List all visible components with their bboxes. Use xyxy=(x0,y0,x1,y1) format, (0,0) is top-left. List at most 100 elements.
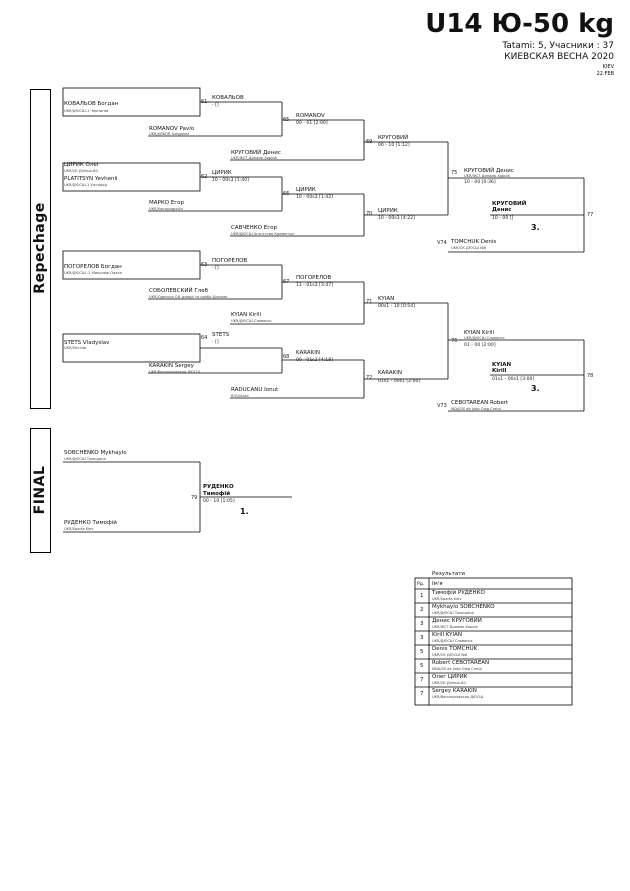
final-competitor-club: UKR/ДЮСШ Троєщина xyxy=(64,457,106,461)
result-place: 7 xyxy=(420,691,424,697)
result-place: 7 xyxy=(420,677,424,683)
result-name: Sergey KARAKIN xyxy=(432,688,477,694)
match-number: 76 xyxy=(451,338,458,344)
r1-competitor-club: UKR/ФСТ Динамо Харків xyxy=(231,156,277,160)
loser-club: UKR/СК ДЮСШ №6 xyxy=(451,246,487,250)
result-name: Robert CEBOTAREAN xyxy=(432,660,490,666)
match-score: - [] xyxy=(212,103,219,108)
final-box xyxy=(30,428,51,553)
final-competitor-club: UKR/Sparta Kiev xyxy=(64,527,94,531)
result-name: Денис КРУГОВИЙ xyxy=(432,618,482,624)
event-city: KIEV xyxy=(602,64,614,70)
match-number: 63 xyxy=(201,262,208,268)
match-score: 10 - 00s3 [1:40] xyxy=(212,178,249,183)
match-winner: KARAKIN xyxy=(296,350,320,356)
match-score: - [] xyxy=(212,340,219,345)
repechage-box xyxy=(30,89,51,409)
r1-competitor-club: UKR/Васильковская ДЮСШ xyxy=(149,370,201,374)
match-score: 11 - 01s3 [3:47] xyxy=(296,283,333,288)
place-label: 1. xyxy=(240,507,249,516)
result-name: Mykhaylo SOBCHENKO xyxy=(432,604,495,610)
match-score: 01s1 - 00s1 [2:00] xyxy=(378,379,421,384)
result-club: UKR/Sparta Kiev xyxy=(432,597,462,601)
tatami-info: Tatami: 5, Учасники : 37 xyxy=(502,41,614,51)
match-number: 79 xyxy=(191,495,198,501)
match-score: 10 - 00s3 [4:22] xyxy=(378,216,415,221)
match-number: 75 xyxy=(451,170,458,176)
final-winner-first: Тимофій xyxy=(203,491,231,497)
result-club: UKR/СК ДЮСШ №6 xyxy=(432,653,468,657)
match-number: 77 xyxy=(587,212,594,218)
match-winner: ПОГОРЕЛОВ xyxy=(296,275,332,281)
match-number: 61 xyxy=(201,99,208,105)
loser-label: V74 xyxy=(437,240,447,246)
match-score: 00 - 10 [1:12] xyxy=(378,143,410,148)
match-score: 10 - 00 [] xyxy=(492,216,514,221)
final-competitor-name: SOBCHENKO Mykhaylo xyxy=(64,450,127,456)
match-score: 00 - 10 [1:05] xyxy=(203,499,235,504)
match-number: 66 xyxy=(283,191,290,197)
r1-competitor-club: UKR/ДЮСШ-1 Чернигов xyxy=(64,109,109,113)
match-winner: ПОГОРЕЛОВ xyxy=(212,258,248,264)
r1-competitor-name: ROMANOV Pavlo xyxy=(149,126,195,132)
r1-competitor-name: КОВАЛЬОВ Богдан xyxy=(64,101,119,107)
result-club: UKR/СК Дніпро-80 xyxy=(432,681,466,685)
r1-competitor-name: СОБОЛЕВСКИЙ Глеб xyxy=(149,288,209,294)
match-winner: STETS xyxy=(212,332,230,338)
results-title: Результати xyxy=(432,571,465,577)
r1-competitor-name: STETS Vladyslav xyxy=(64,340,110,346)
event-date: 22.FEB xyxy=(596,71,614,77)
match-score: 01 - 00 [2:00] xyxy=(464,343,496,348)
result-place: 3 xyxy=(420,635,424,641)
r1-competitor-club: UKR/Летічів xyxy=(64,346,86,350)
match-winner: ROMANOV xyxy=(296,113,325,119)
result-place: 2 xyxy=(420,607,424,613)
result-place: 5 xyxy=(420,663,424,669)
r1-competitor-name: МАРКО Егор xyxy=(149,200,185,206)
result-name: Kirill KYIAN xyxy=(432,632,462,638)
match-number: 72 xyxy=(366,375,373,381)
r1-competitor-name: PLATITSYN Yevhenii xyxy=(64,176,118,182)
match-score: 00s1 - 10 [0:54] xyxy=(378,304,415,309)
result-place: 3 xyxy=(420,621,424,627)
bronze-winner: KYIAN xyxy=(492,362,512,368)
bronze-winner: КРУГОВИЙ xyxy=(492,201,527,207)
r1-competitor-club: UKR/ДЮСШ Словянск xyxy=(231,319,272,323)
r1-competitor-name: RADUCANU Ionut xyxy=(231,387,279,393)
match-number: 78 xyxy=(587,373,594,379)
result-name: Тимофій РУДЕНКО xyxy=(432,590,485,596)
r1-competitor-club: UKR/JUNIOR Uzhgorod xyxy=(149,132,189,136)
match-winner: КРУГОВИЙ Денис xyxy=(464,168,514,174)
r1-competitor-club: UKR/ДЮСШ Агентство Кременчуг xyxy=(231,232,295,236)
place-label: 3. xyxy=(531,223,540,232)
match-winner: КОВАЛЬОВ xyxy=(212,95,244,101)
r1-competitor-club: UKR/Ужгородська xyxy=(149,207,183,211)
r1-competitor-name: KYIAN Kirill xyxy=(231,312,261,318)
bronze-winner-first: Kirill xyxy=(492,368,507,374)
result-club: MDA/SS de Judo Oleg Cretul xyxy=(432,667,483,671)
r1-competitor-name: KARAKIN Sergey xyxy=(149,363,194,369)
match-number: 62 xyxy=(201,174,208,180)
match-score: 00 - 01s2 [4:18] xyxy=(296,358,333,363)
match-number: 69 xyxy=(366,139,373,145)
match-winner-club: UKR/ФСТ Динамо Харків xyxy=(464,174,510,178)
results-col-name: Ім'я xyxy=(432,581,443,587)
match-number: 68 xyxy=(283,354,290,360)
r1-competitor-name: КРУГОВИЙ Денис xyxy=(231,150,281,156)
match-winner-club: UKR/ДЮСШ Словянск xyxy=(464,336,505,340)
match-winner: ЦИРИК xyxy=(296,187,316,193)
match-score: - [] xyxy=(212,266,219,271)
result-place: 1 xyxy=(420,593,424,599)
place-label: 3. xyxy=(531,384,540,393)
match-winner: KYIAN xyxy=(378,296,395,302)
match-score: 00 - 01 [2:00] xyxy=(296,121,328,126)
loser-name: TOMCHUK Denis xyxy=(451,239,497,245)
match-number: 64 xyxy=(201,335,208,341)
r1-competitor-club: UKR/ДЮСШ-1 Ужгород xyxy=(64,183,107,187)
r1-competitor-name: САВЧЕНКО Егор xyxy=(231,225,277,231)
result-club: UKR/ФСТ Динамо Харків xyxy=(432,625,478,629)
final-winner: РУДЕНКО xyxy=(203,484,234,490)
match-number: 71 xyxy=(366,299,373,305)
match-winner: ЦИРИК xyxy=(212,170,232,176)
r1-competitor-club: UKR/Одеська СФ дзюдо та самбо Динамо xyxy=(149,295,228,299)
